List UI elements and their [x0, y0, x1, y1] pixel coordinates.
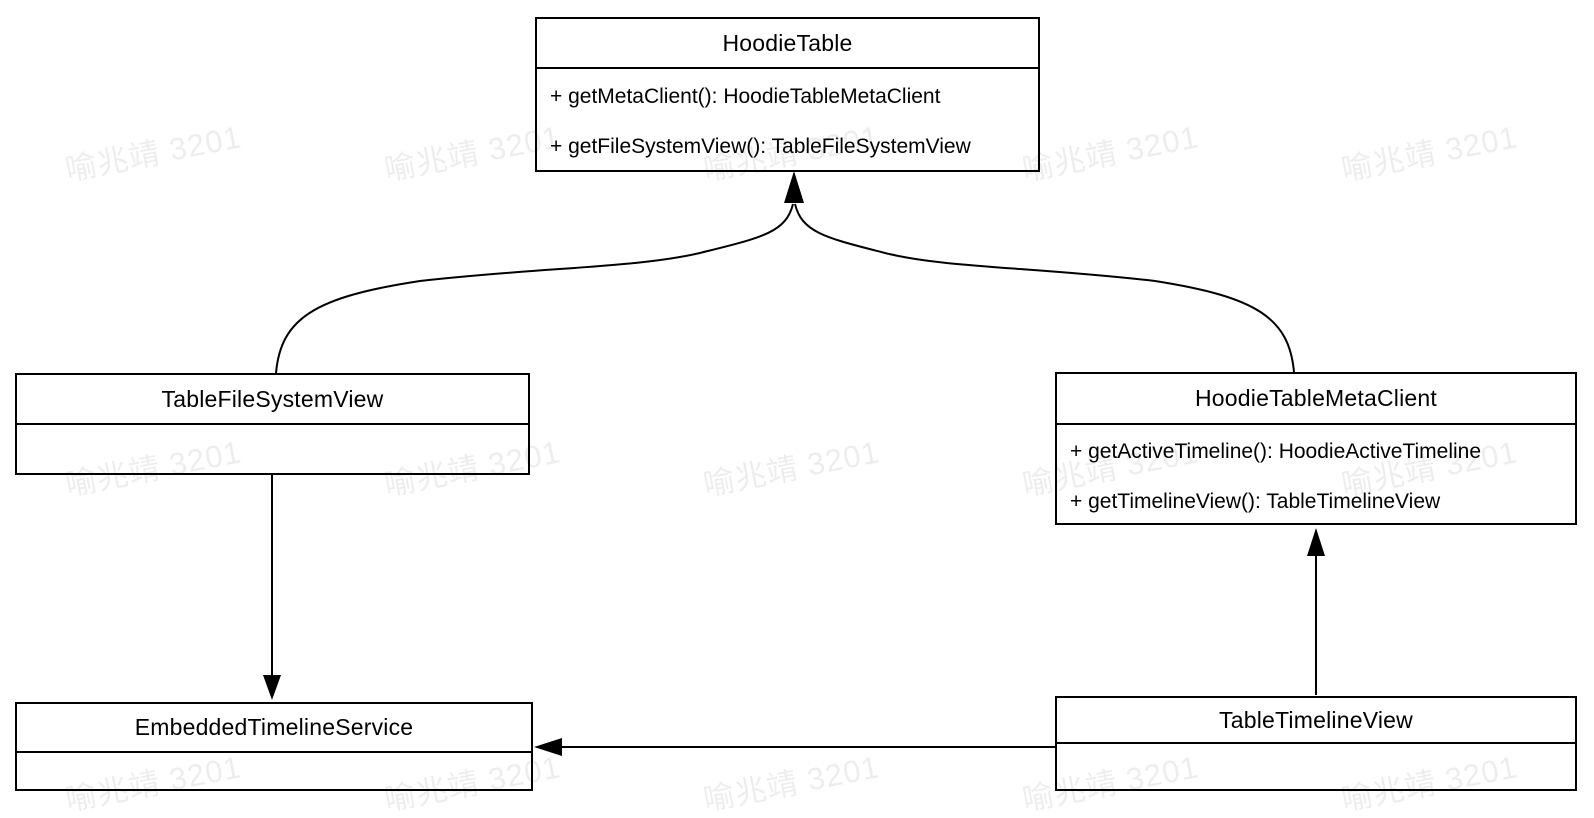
edge-hoodietablemetaclient-to-hoodietable [794, 203, 1295, 373]
class-title: TableFileSystemView [17, 375, 528, 425]
arrowhead-up-hoodietable [784, 171, 804, 203]
class-tablefilesystemview: TableFileSystemView [15, 373, 530, 475]
class-hoodietablemetaclient: HoodieTableMetaClient + getActiveTimelin… [1055, 372, 1577, 525]
class-methods: + getActiveTimeline(): HoodieActiveTimel… [1057, 425, 1575, 527]
class-embeddedtimelineservice: EmbeddedTimelineService [15, 702, 533, 791]
method-getfilesystemview: + getFileSystemView(): TableFileSystemVi… [550, 135, 971, 158]
method-gettimelineview: + getTimelineView(): TableTimelineView [1070, 490, 1441, 513]
arrowhead-up-hoodietablemetaclient [1307, 528, 1325, 556]
arrowhead-left-embeddedtimelineservice [534, 738, 562, 756]
class-methods: + getMetaClient(): HoodieTableMetaClient… [537, 69, 1038, 172]
class-title: HoodieTable [537, 19, 1038, 69]
arrowhead-down-embeddedtimelineservice [263, 675, 281, 700]
watermark-text: 喻兆靖 3201 [700, 749, 883, 818]
watermark-text: 喻兆靖 3201 [62, 119, 245, 188]
class-title: HoodieTableMetaClient [1057, 374, 1575, 425]
class-title: EmbeddedTimelineService [17, 704, 531, 753]
method-getactivetimeline: + getActiveTimeline(): HoodieActiveTimel… [1070, 440, 1482, 463]
class-tabletimelineview: TableTimelineView [1055, 696, 1577, 791]
edge-tablefilesystemview-to-hoodietable [275, 203, 794, 374]
method-getmetaclient: + getMetaClient(): HoodieTableMetaClient [550, 85, 941, 108]
watermark-text: 喻兆靖 3201 [1338, 119, 1521, 188]
class-hoodietable: HoodieTable + getMetaClient(): HoodieTab… [535, 17, 1040, 172]
class-title: TableTimelineView [1057, 698, 1575, 744]
watermark-text: 喻兆靖 3201 [700, 434, 883, 503]
